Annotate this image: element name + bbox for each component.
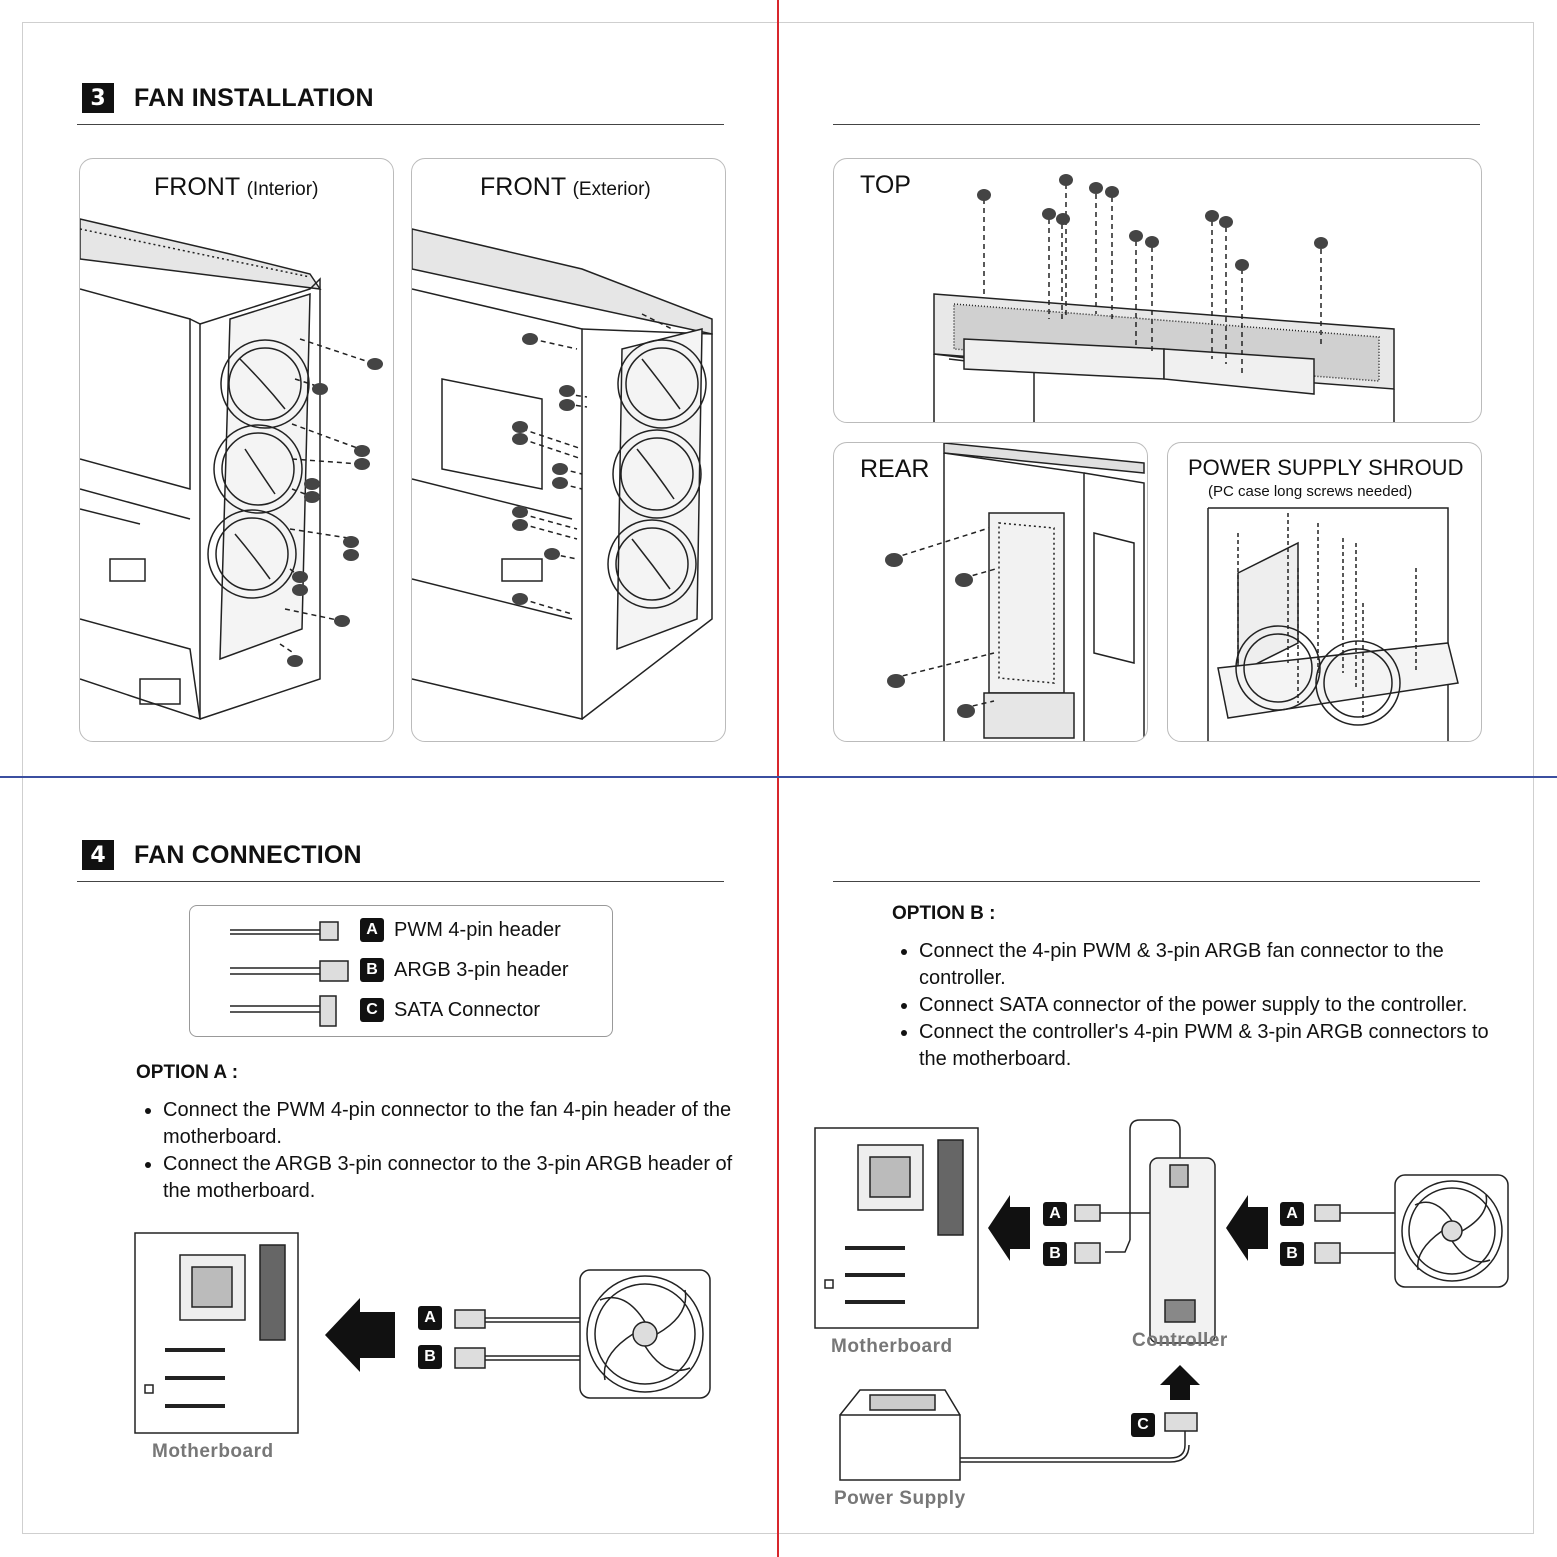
badge-a: A xyxy=(360,918,384,942)
section-4-title: FAN CONNECTION xyxy=(134,840,362,869)
option-b-badge-c: C xyxy=(1131,1413,1155,1437)
option-a-badge-a: A xyxy=(418,1306,442,1330)
option-b-bullet-2: Connect SATA connector of the power supp… xyxy=(919,992,1509,1019)
option-b-bullet-1: Connect the 4-pin PWM & 3-pin ARGB fan c… xyxy=(919,938,1509,992)
section-3-title: FAN INSTALLATION xyxy=(134,83,374,112)
section-4-rule-left xyxy=(77,881,724,882)
legend-row-a: A PWM 4-pin header xyxy=(360,918,561,942)
option-a-list: Connect the PWM 4-pin connector to the f… xyxy=(137,1097,743,1205)
rear-illustration xyxy=(885,443,1145,741)
legend-cables xyxy=(230,921,349,1027)
option-b-power-supply-label: Power Supply xyxy=(834,1488,966,1509)
option-a-motherboard-label: Motherboard xyxy=(152,1441,274,1462)
section-3-heading: 3 FAN INSTALLATION xyxy=(82,83,374,113)
option-a-bullet-2: Connect the ARGB 3-pin connector to the … xyxy=(163,1151,743,1205)
psu-shroud-note: (PC case long screws needed) xyxy=(1208,483,1413,500)
option-b-mb-badge-b: B xyxy=(1043,1242,1067,1266)
front-interior-illustration xyxy=(80,218,383,721)
option-a-title: OPTION A : xyxy=(136,1062,239,1083)
legend-label-a: PWM 4-pin header xyxy=(394,918,561,941)
front-exterior-panel: FRONT (Exterior) xyxy=(411,158,726,742)
legend-label-b: ARGB 3-pin header xyxy=(394,958,569,981)
legend-row-c: C SATA Connector xyxy=(360,998,540,1022)
section-3-number: 3 xyxy=(82,83,114,113)
vertical-fold-line xyxy=(777,0,779,1557)
psu-shroud-illustration xyxy=(1207,507,1459,741)
rear-title: REAR xyxy=(860,455,930,483)
section-4-number: 4 xyxy=(82,840,114,870)
option-a-badge-b: B xyxy=(418,1345,442,1369)
front-exterior-illustration xyxy=(412,228,713,720)
psu-shroud-panel: POWER SUPPLY SHROUD (PC case long screws… xyxy=(1167,442,1482,742)
legend-label-c: SATA Connector xyxy=(394,998,540,1021)
top-title: TOP xyxy=(860,171,911,199)
section-4-heading: 4 FAN CONNECTION xyxy=(82,840,362,870)
section-4-rule-right xyxy=(833,881,1480,882)
option-b-fan-badge-a: A xyxy=(1280,1202,1304,1226)
front-interior-title: FRONT (Interior) xyxy=(154,173,319,201)
option-b-bullet-3: Connect the controller's 4-pin PWM & 3-p… xyxy=(919,1019,1509,1073)
psu-shroud-title: POWER SUPPLY SHROUD xyxy=(1188,455,1464,480)
option-b-list: Connect the 4-pin PWM & 3-pin ARGB fan c… xyxy=(893,938,1509,1073)
badge-b: B xyxy=(360,958,384,982)
top-illustration xyxy=(933,174,1395,422)
badge-c: C xyxy=(360,998,384,1022)
option-b-motherboard-label: Motherboard xyxy=(831,1336,953,1357)
option-a-bullet-1: Connect the PWM 4-pin connector to the f… xyxy=(163,1097,743,1151)
legend-row-b: B ARGB 3-pin header xyxy=(360,958,569,982)
front-exterior-title: FRONT (Exterior) xyxy=(480,173,651,201)
rear-panel: REAR xyxy=(833,442,1148,742)
connector-legend: A PWM 4-pin header B ARGB 3-pin header C… xyxy=(189,905,613,1037)
top-panel: TOP xyxy=(833,158,1482,423)
horizontal-fold-line xyxy=(0,776,1557,778)
section-3-rule-right xyxy=(833,124,1480,125)
option-b-fan-badge-b: B xyxy=(1280,1242,1304,1266)
option-b-controller-label: Controller xyxy=(1132,1330,1228,1351)
section-3-rule-left xyxy=(77,124,724,125)
option-b-mb-badge-a: A xyxy=(1043,1202,1067,1226)
option-b-title: OPTION B : xyxy=(892,903,996,924)
front-interior-panel: FRONT (Interior) xyxy=(79,158,394,742)
